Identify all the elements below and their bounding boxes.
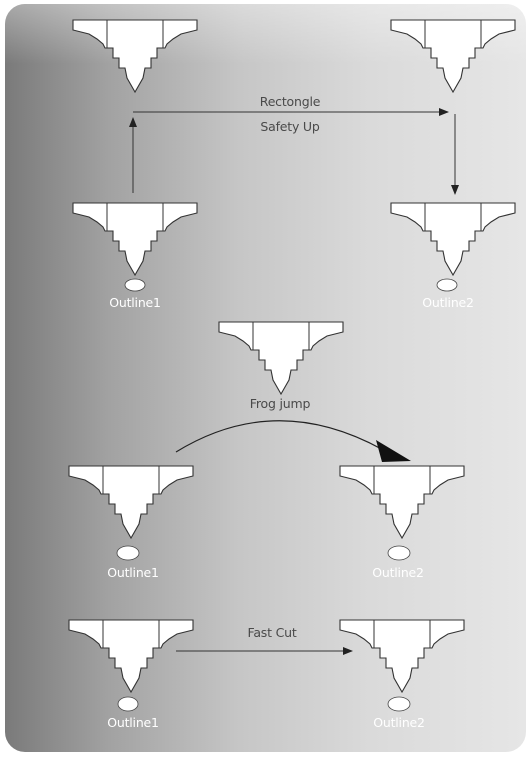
outline-marker (387, 545, 411, 561)
frog-jump-arrowhead (376, 440, 411, 462)
frog-jump-label: Frog jump (249, 396, 311, 411)
outline1-label: Outline1 (107, 715, 159, 730)
tool-profile-shape (390, 202, 516, 276)
outline-marker (387, 696, 411, 712)
tool-profile-shape (339, 465, 465, 539)
tool-profile-shape (339, 619, 465, 693)
safety-up-label: Safety Up (260, 119, 320, 134)
fast-cut-label: Fast Cut (247, 625, 297, 640)
outline-marker (117, 696, 139, 712)
outline2-label: Outline2 (422, 295, 474, 310)
tool-profile-shape (68, 465, 194, 539)
tool-profile-shape (72, 202, 198, 276)
outline2-label: Outline2 (372, 565, 424, 580)
tool-profile-shape (390, 19, 516, 93)
outline2-label: Outline2 (373, 715, 425, 730)
frog-jump-arc (175, 420, 393, 456)
outline1-label: Outline1 (109, 295, 161, 310)
outline-marker (436, 278, 458, 292)
outline-marker (124, 278, 146, 292)
tool-profile-shape (218, 321, 344, 395)
outline1-label: Outline1 (107, 565, 159, 580)
outline-marker (116, 545, 140, 561)
tool-profile-shape (72, 19, 198, 93)
tool-profile-shape (68, 619, 194, 693)
rectangle-label: Rectongle (259, 94, 321, 109)
